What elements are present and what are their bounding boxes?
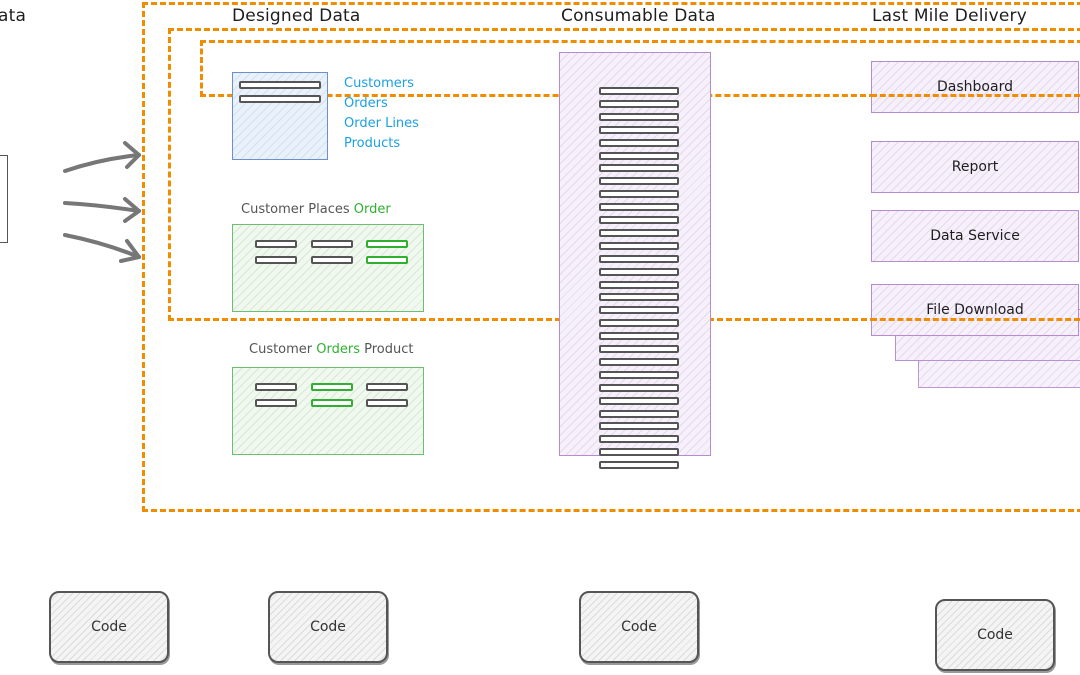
platform-boundary: [142, 2, 1080, 512]
last-mile-delivery-heading: Last Mile Delivery: [872, 6, 1027, 26]
code-button-label: Code: [310, 619, 346, 635]
relation-orders-text-1: Customer: [249, 342, 317, 357]
consumable-record-bar: [599, 241, 679, 250]
consumable-record-bar: [599, 306, 679, 315]
source-data-heading: ata: [0, 6, 27, 26]
consumable-record-bar: [599, 151, 679, 160]
relation-bar-highlight: [311, 383, 353, 391]
ingest-arrow-2: [63, 201, 141, 213]
file-download-box[interactable]: File Download: [871, 284, 1079, 336]
relation-bar: [311, 240, 353, 248]
consumable-record-bar: [599, 370, 679, 379]
consumable-record-bar: [599, 280, 679, 289]
ingest-arrow-1: [63, 153, 141, 173]
relation-orders-box: [232, 367, 424, 455]
consumable-record-bar: [599, 396, 679, 405]
entity-list: Customers Orders Order Lines Products: [344, 74, 419, 154]
relation-places-text: Customer Places: [241, 202, 354, 217]
consumable-record-bar: [599, 190, 679, 199]
consumable-record-bar: [599, 345, 679, 353]
consumable-record-bar: [599, 112, 679, 121]
designed-data-heading: Designed Data: [232, 6, 361, 26]
consumable-record-bar: [599, 435, 679, 444]
consumable-record-bar: [599, 319, 679, 328]
consumable-record-bar: [599, 332, 679, 341]
code-button-3[interactable]: Code: [579, 591, 699, 663]
ingest-arrow-2-head: [123, 197, 141, 223]
code-button-label: Code: [977, 627, 1013, 643]
consumable-data-store: [559, 52, 711, 470]
relation-bar-highlight: [366, 256, 408, 264]
consumable-record-bar: [599, 203, 679, 212]
consumable-record-bar: [599, 138, 679, 147]
relation-bar: [255, 383, 297, 391]
consumable-record-bar: [599, 267, 679, 276]
data-service-box[interactable]: Data Service: [871, 210, 1079, 262]
data-service-label: Data Service: [930, 228, 1020, 244]
relation-bar: [311, 256, 353, 264]
relation-places-box: [232, 224, 424, 312]
consumable-record-bar: [599, 164, 679, 173]
dashboard-label: Dashboard: [937, 79, 1013, 95]
ingest-arrow-1-head: [123, 141, 141, 169]
entity-order-lines: Order Lines: [344, 116, 419, 131]
consumable-record-bar: [599, 409, 679, 418]
consumable-record-bar: [599, 422, 679, 431]
report-label: Report: [951, 159, 999, 175]
consumable-record-bar: [599, 293, 679, 302]
dashboard-box[interactable]: Dashboard: [871, 61, 1079, 113]
report-box[interactable]: Report: [871, 141, 1079, 193]
relation-orders-text-2: Product: [360, 342, 414, 357]
code-button-label: Code: [621, 619, 657, 635]
code-button-4[interactable]: Code: [935, 599, 1055, 671]
consumable-record-bar: [599, 461, 679, 470]
relation-bar-highlight: [311, 399, 353, 407]
consumable-record-bar: [599, 448, 679, 457]
relation-places-caption: Customer Places Order: [241, 202, 391, 217]
entity-table-box: [232, 72, 328, 160]
entity-customers: Customers: [344, 76, 414, 91]
consumable-record-bar: [599, 216, 679, 224]
consumable-record-bar: [599, 357, 679, 366]
ingest-arrows: [63, 141, 141, 263]
relation-bar: [255, 256, 297, 264]
consumable-record-bar: [599, 383, 679, 392]
relation-orders-caption: Customer Orders Product: [249, 342, 414, 357]
entity-row-bar: [239, 81, 321, 89]
ingest-arrow-3: [63, 233, 141, 259]
ingest-arrow-3-head: [119, 239, 141, 263]
entity-boundary-overlay: [871, 94, 1080, 97]
source-system-box: [0, 155, 8, 243]
consumable-data-heading: Consumable Data: [561, 6, 716, 26]
relation-bar-highlight: [366, 240, 408, 248]
consumable-record-bar: [599, 228, 679, 237]
relation-bar: [255, 240, 297, 248]
consumable-record-bar: [599, 254, 679, 263]
inner-boundary-overlay: [871, 318, 1080, 321]
code-button-2[interactable]: Code: [268, 591, 388, 663]
relation-bar: [366, 399, 408, 407]
code-button-label: Code: [91, 619, 127, 635]
entity-row-bar: [239, 95, 321, 103]
file-download-label: File Download: [926, 302, 1024, 318]
relation-places-highlight: Order: [353, 202, 391, 217]
entity-products: Products: [344, 136, 401, 151]
code-button-1[interactable]: Code: [49, 591, 169, 663]
consumable-record-bar: [599, 177, 679, 186]
consumable-record-bar: [599, 125, 679, 134]
relation-orders-highlight: Orders: [316, 342, 360, 357]
entity-orders: Orders: [344, 96, 388, 111]
consumable-record-bar: [599, 99, 679, 108]
relation-bar: [366, 383, 408, 391]
consumable-record-bar: [599, 87, 679, 95]
relation-bar: [255, 399, 297, 407]
